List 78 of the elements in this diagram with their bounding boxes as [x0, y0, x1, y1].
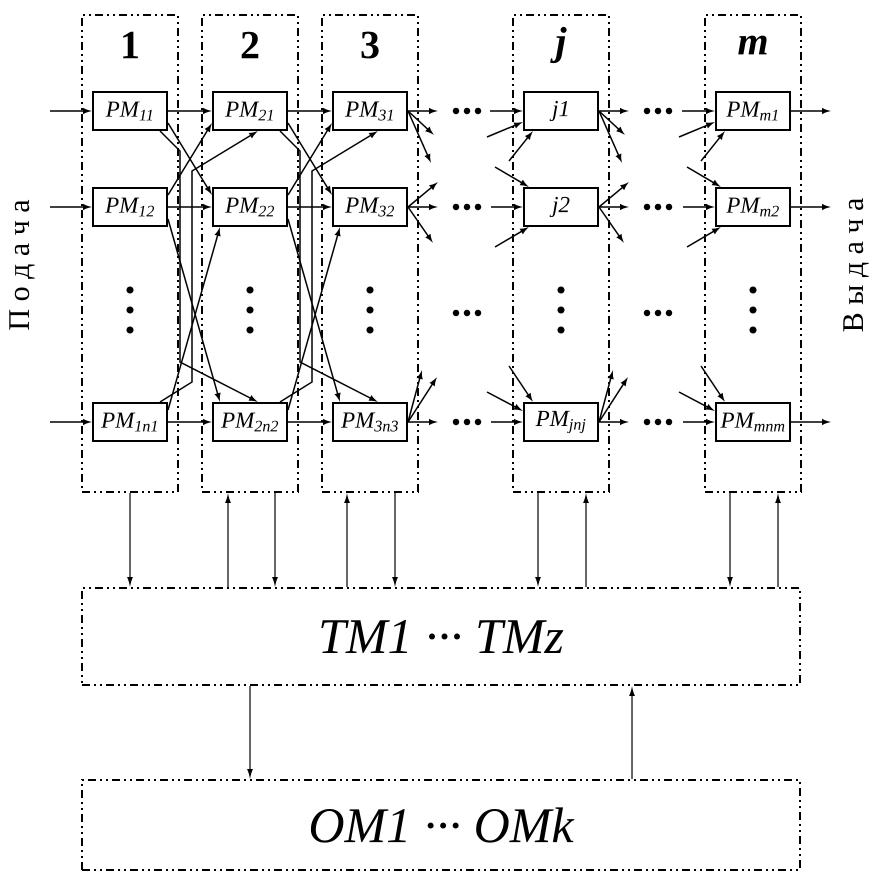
module-box: PM$_{31}$: [332, 91, 408, 131]
side-label: В ы д а ч а: [843, 198, 869, 332]
side-label: П о д а ч а: [9, 200, 35, 330]
arrow: [682, 108, 713, 114]
arrow: [791, 108, 829, 114]
module-group-box: TM1 ··· TMz: [81, 587, 801, 686]
arrow: [408, 108, 436, 114]
arrow: [683, 204, 713, 210]
arrow: [288, 108, 330, 114]
arrow: [344, 495, 350, 587]
arrow: [727, 493, 733, 585]
arrow: [494, 166, 527, 186]
arrow: [599, 108, 627, 114]
module-box: PM$_{mnm}$: [715, 402, 791, 442]
arrow: [490, 108, 521, 114]
arrow: [272, 493, 278, 585]
module-box: PM$_{1n1}$: [92, 402, 168, 442]
arrow: [683, 419, 713, 425]
arrow: [598, 110, 622, 161]
arrow: [508, 132, 532, 162]
arrow: [168, 108, 210, 114]
arrow: [50, 419, 90, 425]
arrow: [408, 183, 436, 208]
arrow: [791, 204, 829, 210]
module-box: PM$_{m2}$: [715, 187, 791, 227]
arrow: [486, 122, 521, 138]
arrow: [408, 419, 436, 425]
arrow: [288, 419, 330, 425]
arrow: [407, 372, 423, 422]
arrow: [50, 108, 90, 114]
arrow: [686, 228, 719, 248]
module-box: PM$_{jnj}$: [523, 402, 599, 442]
arrow: [598, 110, 624, 134]
module-box: PM$_{2n2}$: [212, 402, 288, 442]
arrow: [598, 372, 614, 422]
module-box: j2: [523, 187, 599, 227]
arrow: [407, 378, 436, 422]
arrow: [775, 495, 781, 587]
arrow: [225, 495, 231, 587]
arrow: [392, 493, 398, 585]
arrow: [700, 132, 724, 162]
arrow: [168, 419, 210, 425]
arrow: [700, 366, 724, 400]
module-box: PM$_{21}$: [212, 91, 288, 131]
arrow: [678, 391, 713, 410]
arrow: [629, 688, 635, 779]
arrow: [408, 204, 436, 210]
arrow: [791, 419, 829, 425]
module-box: PM$_{22}$: [212, 187, 288, 227]
arrow: [508, 366, 532, 400]
module-box: j1: [523, 91, 599, 131]
arrow: [407, 110, 430, 161]
module-box: PM$_{3n3}$: [332, 402, 408, 442]
arrow: [494, 228, 527, 248]
arrow: [598, 183, 628, 208]
arrow: [408, 110, 432, 134]
arrow: [535, 493, 541, 585]
arrow: [288, 204, 330, 210]
arrow: [407, 206, 432, 242]
arrow: [583, 495, 589, 587]
arrow: [491, 204, 521, 210]
arrow: [127, 493, 133, 585]
module-box: PM$_{m1}$: [715, 91, 791, 131]
arrow: [599, 204, 627, 210]
arrow: [678, 122, 713, 138]
arrow: [491, 419, 521, 425]
arrow: [599, 419, 627, 425]
arrow: [486, 391, 521, 410]
arrow: [598, 206, 623, 242]
arrow: [686, 166, 719, 186]
arrow: [598, 378, 628, 422]
module-box: PM$_{11}$: [92, 91, 168, 131]
arrow: [247, 686, 253, 777]
module-group-box: OM1 ··· OMk: [81, 779, 801, 871]
arrow: [168, 204, 210, 210]
module-box: PM$_{32}$: [332, 187, 408, 227]
module-box: PM$_{12}$: [92, 187, 168, 227]
arrow: [50, 204, 90, 210]
